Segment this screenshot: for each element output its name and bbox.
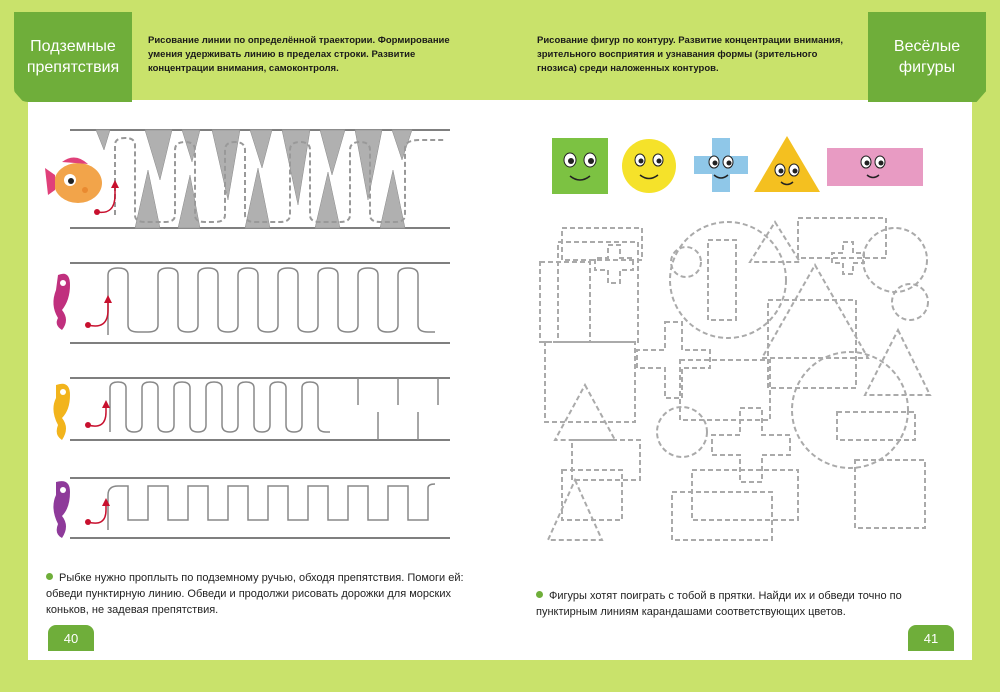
left-page: Подземные препятствия Рисование линии по…: [14, 12, 500, 660]
rectangle-character-icon: [827, 148, 923, 186]
right-instruction-text: Фигуры хотят поиграть с тобой в прятки. …: [536, 590, 902, 618]
right-instruction: Фигуры хотят поиграть с тобой в прятки. …: [536, 588, 966, 620]
seahorse-yellow-icon: [53, 383, 70, 440]
dashed-contours: [539, 217, 932, 541]
square-character-icon: [552, 138, 608, 194]
cross-character-icon: [694, 138, 748, 192]
right-page: Весёлые фигуры Рисование фигур по контур…: [500, 0, 1000, 692]
track-row-2: [53, 262, 450, 344]
left-tab-title: Подземные препятствия: [14, 12, 132, 102]
left-instruction-text: Рыбке нужно проплыть по подземному ручью…: [46, 572, 464, 616]
bullet-icon: [46, 573, 53, 580]
tracing-exercises: [45, 129, 450, 539]
circle-character-icon: [622, 139, 676, 193]
right-page-number: 41: [908, 625, 954, 651]
seahorse-pink-icon: [53, 273, 70, 330]
left-page-number: 40: [48, 625, 94, 651]
left-instruction: Рыбке нужно проплыть по подземному ручью…: [46, 570, 486, 618]
seahorse-purple-icon: [53, 481, 70, 538]
right-tab-title: Весёлые фигуры: [868, 12, 986, 102]
hidden-shapes-exercise: [539, 136, 932, 541]
left-header-text: Рисование линии по определённой траектор…: [148, 35, 450, 74]
shape-characters: [552, 136, 923, 194]
track-row-4: [53, 477, 450, 539]
fish-icon: [45, 157, 102, 203]
left-page-content-area: [28, 100, 500, 660]
bullet-icon: [536, 591, 543, 598]
cave-track: [45, 129, 450, 229]
triangle-character-icon: [754, 136, 820, 192]
track-row-3: [53, 377, 450, 441]
right-header-text: Рисование фигур по контуру. Развитие кон…: [537, 35, 843, 74]
